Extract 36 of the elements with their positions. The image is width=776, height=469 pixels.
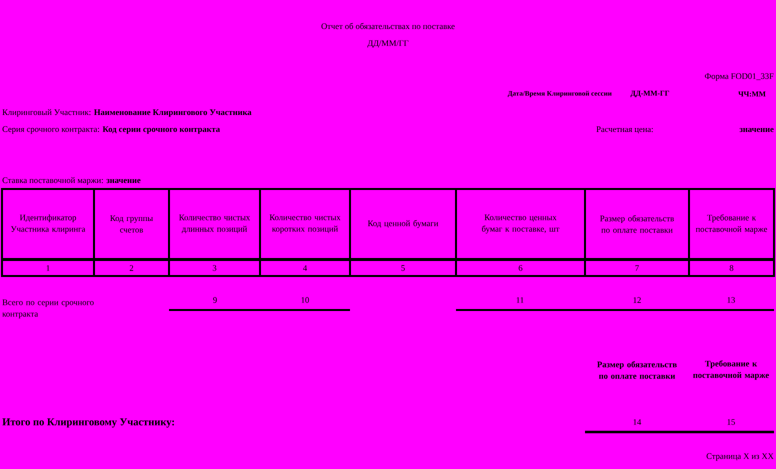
table-header-cell: Код группы счетов [93,188,170,260]
table-header-cell: Идентификатор Участника клиринга [1,188,95,260]
contract-series-line: Серия срочного контракта: Код серии срочного контракта [2,126,220,134]
total-value: 10 [302,297,309,303]
table-cell: 3 [168,259,261,277]
column-heading: Требование к поставочной марже [693,360,769,380]
total-value: 15 [728,419,735,425]
report-date: ДД/ММ/ГГ [367,40,408,48]
table-header-cell: Количество ценных бумаг к поставке, шт [455,188,586,260]
margin-rate-line: Ставка поставочной маржи: значение [2,177,140,185]
table-cell: 4 [259,259,351,277]
total-value: 14 [634,419,642,425]
participant-line: Клиринговый Участник: Наименование Клирингового Участника [2,109,252,117]
table-cell: 5 [349,259,457,277]
total-value: 12 [634,297,641,303]
table-cell: 7 [584,259,690,277]
report-title: Отчет об обязательствах по поставке [321,22,455,30]
total-value: 13 [728,297,735,303]
table-header-cell: Код ценной бумаги [349,188,457,260]
table-header-cell: Размер обязательств по оплате поставки [584,188,690,260]
table-cell: 6 [455,259,586,277]
total-label: Итого по Клиринговому Участнику: [2,418,174,428]
table-cell: 8 [688,259,775,277]
table-header-cell: Количество чистых коротких позиций [259,188,351,260]
page-number: Страница X из XX [706,453,774,461]
form-code: Форма FOD01_33F [704,73,774,81]
total-value: 9 [213,297,217,303]
total-value: 11 [516,297,524,303]
field-label: Расчетная цена: [596,126,653,134]
column-heading: Размер обязательств по оплате поставки [597,361,677,379]
table-cell: 1 [1,259,95,277]
table-header-cell: Требование к поставочной марже [688,188,775,260]
table-cell: 2 [93,259,170,277]
field-value: значение [740,128,774,132]
row-label: Всего по серии срочного контракта [2,300,94,318]
table-header-cell: Количество чистых длинных позиций [168,188,261,260]
